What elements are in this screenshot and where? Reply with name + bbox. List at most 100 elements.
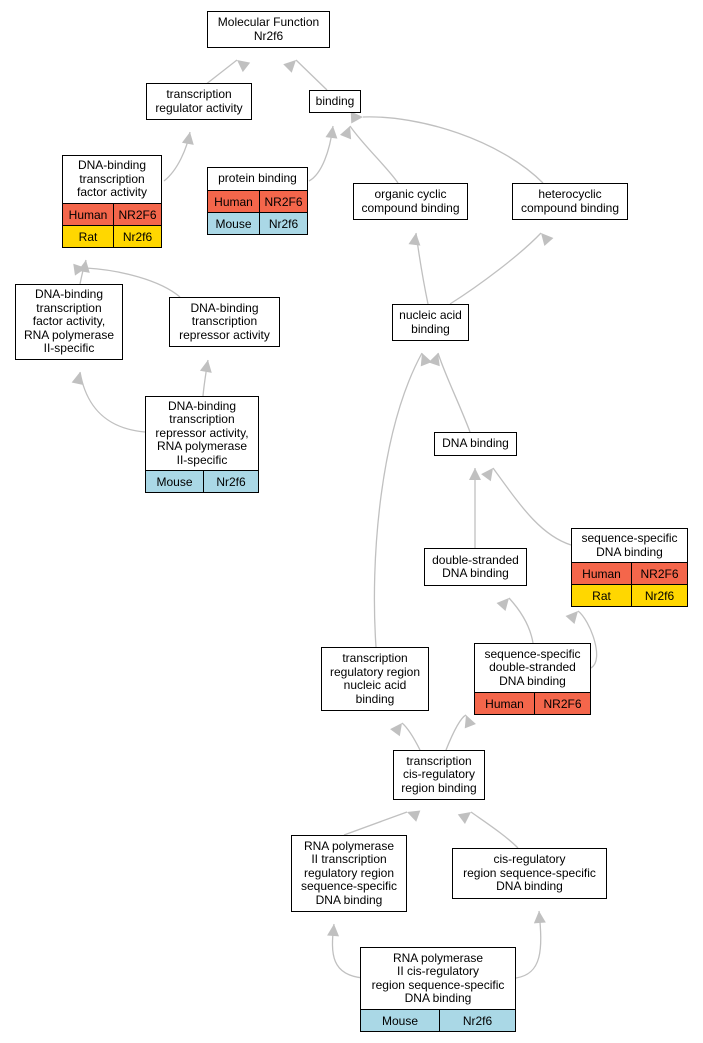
node-sequence-specific-ds-dna-binding[interactable]: sequence-specific double-stranded DNA bi… bbox=[474, 643, 591, 715]
edge-line bbox=[373, 352, 423, 648]
species-cell: Human bbox=[572, 563, 632, 584]
arrowhead bbox=[407, 810, 421, 822]
edge-line bbox=[343, 811, 408, 836]
species-cell: Mouse bbox=[361, 1010, 440, 1031]
node-double-stranded-dna-binding[interactable]: double-stranded DNA binding bbox=[424, 548, 527, 586]
species-cell: Human bbox=[208, 191, 260, 212]
edge-line bbox=[449, 232, 542, 305]
arrowhead bbox=[71, 372, 84, 385]
arrowhead bbox=[468, 468, 481, 481]
annotation-row: Human NR2F6 bbox=[475, 692, 590, 714]
node-transcription-regulator-activity[interactable]: transcription regulator activity bbox=[146, 83, 252, 120]
arrowhead bbox=[325, 126, 338, 139]
species-cell: Rat bbox=[572, 585, 632, 606]
arrowhead bbox=[428, 353, 440, 367]
edge-line bbox=[445, 714, 467, 751]
arrowhead bbox=[181, 132, 194, 145]
edge-line bbox=[362, 116, 544, 184]
annotation-row: Human NR2F6 bbox=[208, 190, 307, 212]
arrowhead bbox=[496, 598, 509, 611]
edge-line bbox=[401, 722, 421, 751]
node-label: double-stranded DNA binding bbox=[432, 552, 519, 580]
edge-line bbox=[79, 371, 146, 433]
node-label: RNA polymerase II transcription regulato… bbox=[300, 838, 398, 907]
node-label: transcription regulator activity bbox=[155, 87, 243, 115]
node-dna-binding-tf-activity[interactable]: DNA-binding transcription factor activit… bbox=[62, 155, 162, 248]
node-binding[interactable]: binding bbox=[309, 90, 361, 113]
node-dna-binding-repressor-activity-rnap2[interactable]: DNA-binding transcription repressor acti… bbox=[145, 396, 259, 493]
node-transcription-regulatory-region-nab[interactable]: transcription regulatory region nucleic … bbox=[321, 647, 429, 711]
node-dna-binding-repressor-activity[interactable]: DNA-binding transcription repressor acti… bbox=[169, 297, 280, 347]
annotation-row: Human NR2F6 bbox=[63, 203, 161, 225]
node-transcription-cis-regulatory-region-binding[interactable]: transcription cis-regulatory region bind… bbox=[393, 750, 485, 800]
node-label: protein binding bbox=[218, 171, 297, 186]
arrowhead bbox=[237, 60, 251, 73]
node-label: binding bbox=[315, 93, 355, 108]
gene-cell: Nr2f6 bbox=[114, 226, 161, 247]
node-cis-regulatory-region-ssdb[interactable]: cis-regulatory region sequence-specific … bbox=[452, 848, 607, 899]
edge-line bbox=[349, 125, 399, 184]
node-label: organic cyclic compound binding bbox=[361, 187, 460, 215]
edge-line bbox=[508, 597, 534, 644]
edge-line bbox=[204, 59, 238, 86]
node-label: DNA-binding transcription repressor acti… bbox=[179, 300, 270, 342]
arrowhead bbox=[199, 360, 212, 373]
arrowhead bbox=[533, 911, 546, 924]
node-dna-binding-tf-activity-rnap2[interactable]: DNA-binding transcription factor activit… bbox=[15, 284, 123, 360]
gene-cell: Nr2f6 bbox=[260, 213, 307, 234]
node-label: sequence-specific DNA binding bbox=[581, 531, 678, 559]
node-label: Molecular Function Nr2f6 bbox=[217, 15, 320, 43]
gene-cell: NR2F6 bbox=[632, 563, 687, 584]
annotation-row: Rat Nr2f6 bbox=[63, 225, 161, 247]
node-rnap2-cis-regulatory-region-ssdb[interactable]: RNA polymerase II cis-regulatory region … bbox=[360, 947, 516, 1032]
gene-cell: NR2F6 bbox=[114, 204, 161, 225]
node-label: DNA-binding transcription repressor acti… bbox=[155, 398, 249, 467]
edge-line bbox=[470, 811, 519, 849]
edge-line bbox=[295, 59, 328, 91]
species-cell: Human bbox=[63, 204, 114, 225]
edge-line bbox=[577, 610, 598, 669]
gene-cell: NR2F6 bbox=[260, 191, 307, 212]
arrowhead bbox=[339, 126, 352, 140]
arrowhead bbox=[541, 233, 554, 246]
node-rnap2-transcription-regulatory-region-ssdb[interactable]: RNA polymerase II transcription regulato… bbox=[291, 835, 407, 912]
arrowhead bbox=[408, 233, 421, 246]
node-label: heterocyclic compound binding bbox=[520, 187, 620, 215]
arrowhead bbox=[565, 611, 578, 624]
edge-line bbox=[492, 467, 572, 546]
gene-cell: NR2F6 bbox=[535, 693, 590, 714]
annotation-row: Mouse Nr2f6 bbox=[361, 1009, 515, 1031]
species-cell: Mouse bbox=[208, 213, 260, 234]
node-sequence-specific-dna-binding[interactable]: sequence-specific DNA binding Human NR2F… bbox=[571, 528, 688, 607]
edge-line bbox=[437, 352, 471, 433]
node-label: DNA-binding transcription factor activit… bbox=[76, 158, 148, 200]
annotation-row: Rat Nr2f6 bbox=[572, 584, 687, 606]
species-cell: Mouse bbox=[146, 471, 204, 492]
node-molecular-function[interactable]: Molecular Function Nr2f6 bbox=[207, 11, 330, 48]
gene-cell: Nr2f6 bbox=[632, 585, 687, 606]
arrowhead bbox=[390, 723, 402, 737]
node-label: RNA polymerase II cis-regulatory region … bbox=[371, 950, 505, 1005]
gene-cell: Nr2f6 bbox=[204, 471, 258, 492]
node-organic-cyclic-compound-binding[interactable]: organic cyclic compound binding bbox=[353, 183, 468, 220]
arrowhead bbox=[350, 111, 363, 124]
species-cell: Human bbox=[475, 693, 535, 714]
arrowhead bbox=[457, 812, 471, 824]
arrowhead bbox=[464, 715, 476, 729]
node-label: cis-regulatory region sequence-specific … bbox=[463, 852, 596, 894]
node-protein-binding[interactable]: protein binding Human NR2F6 Mouse Nr2f6 bbox=[207, 167, 308, 235]
annotation-row: Mouse Nr2f6 bbox=[146, 470, 258, 492]
node-label: nucleic acid binding bbox=[399, 308, 462, 336]
node-dna-binding[interactable]: DNA binding bbox=[434, 432, 517, 456]
node-nucleic-acid-binding[interactable]: nucleic acid binding bbox=[392, 304, 469, 341]
edge-line bbox=[85, 267, 181, 298]
arrowhead bbox=[283, 60, 296, 73]
species-cell: Rat bbox=[63, 226, 114, 247]
node-label: DNA binding bbox=[442, 436, 509, 451]
arrowhead bbox=[73, 263, 86, 276]
node-heterocyclic-compound-binding[interactable]: heterocyclic compound binding bbox=[512, 183, 628, 220]
arrowhead bbox=[481, 468, 493, 482]
annotation-row: Mouse Nr2f6 bbox=[208, 212, 307, 234]
